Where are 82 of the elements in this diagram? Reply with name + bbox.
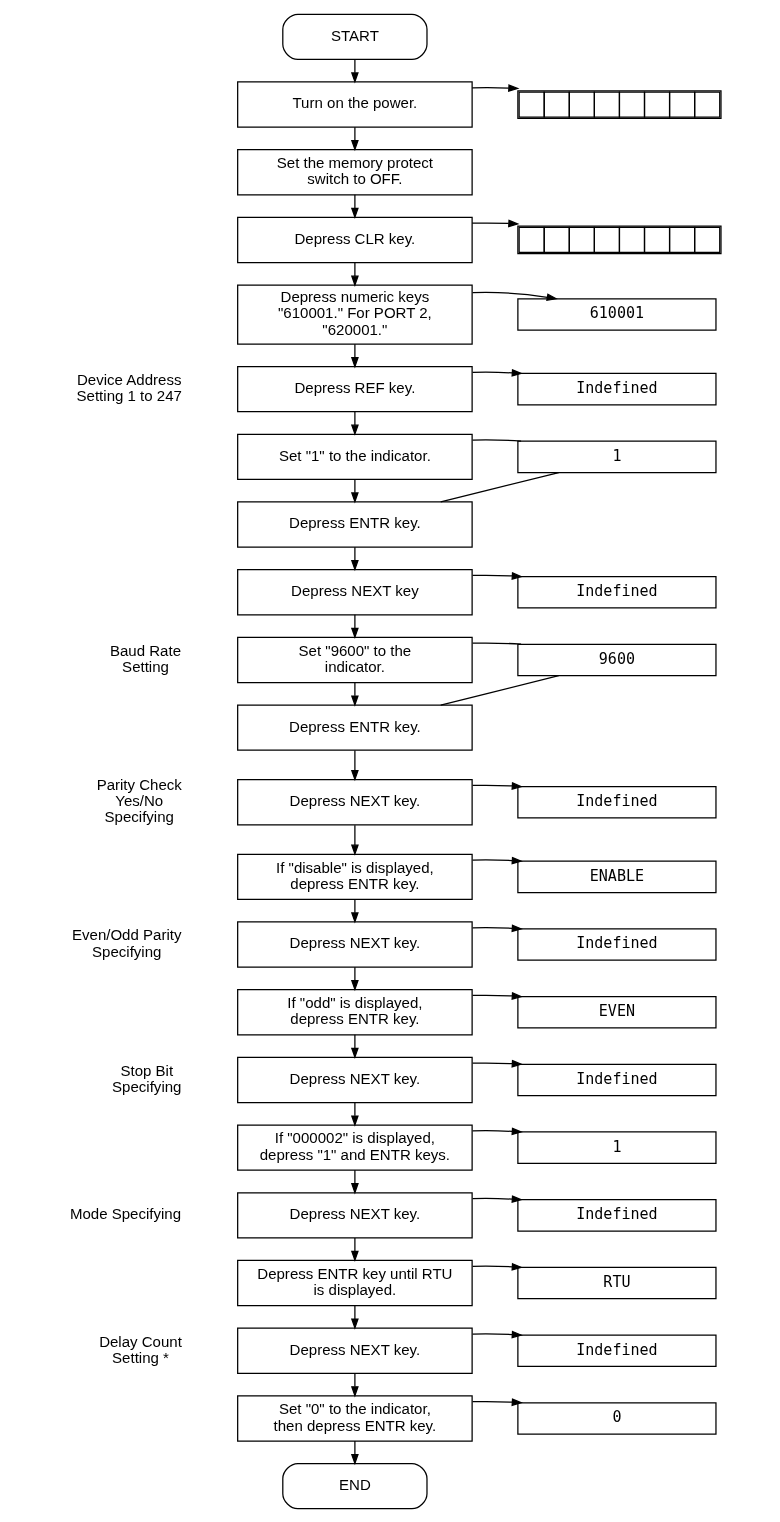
node-box: Depress ENTR key. xyxy=(237,500,473,548)
arrow xyxy=(472,781,523,790)
arrow xyxy=(350,546,359,571)
node-box: 1 xyxy=(517,440,717,473)
node-box: Depress REF key. xyxy=(237,365,473,412)
node-box: START xyxy=(282,13,428,60)
node-box: Indefined xyxy=(517,575,717,609)
node-box: EVEN xyxy=(517,995,717,1029)
arrow xyxy=(472,1059,523,1068)
arrow xyxy=(472,571,523,580)
node-box: 1 xyxy=(517,1130,717,1164)
arrow xyxy=(350,1236,359,1262)
arrow xyxy=(350,126,359,151)
arrow xyxy=(350,613,359,639)
arrow xyxy=(350,824,359,856)
node-box: If "disable" is displayed, depress ENTR key. xyxy=(237,853,473,900)
arrow xyxy=(472,1262,523,1271)
label: Baud Rate Setting xyxy=(110,641,182,675)
node-box: Depress ENTR key. xyxy=(237,703,473,751)
connector xyxy=(472,438,522,442)
arrow xyxy=(350,193,359,219)
arrow xyxy=(472,991,523,1000)
node-box: Depress NEXT key. xyxy=(237,778,473,825)
arrow xyxy=(471,219,520,227)
node-box: Indefined xyxy=(517,1063,717,1096)
label: Delay Count Setting * xyxy=(99,1331,182,1366)
arrow xyxy=(472,291,558,301)
label: Mode Specifying xyxy=(69,1204,182,1222)
node-box: If "000002" is displayed, depress "1" and ENTR keys. xyxy=(237,1123,473,1171)
arrow xyxy=(350,1439,359,1465)
node-box: Indefined xyxy=(517,1333,717,1367)
arrow xyxy=(350,898,359,924)
node-box: END xyxy=(282,1462,428,1509)
arrow xyxy=(350,1304,359,1330)
node-box: Indefined xyxy=(517,1198,717,1232)
arrow xyxy=(350,1033,359,1059)
arrow xyxy=(350,343,359,368)
arrow xyxy=(350,749,359,781)
arrow xyxy=(472,856,523,865)
node-box: Turn on the power. xyxy=(237,80,473,128)
node-box: Indefined xyxy=(517,372,717,405)
node-box: Indefined xyxy=(517,927,717,961)
arrow xyxy=(350,410,359,436)
node-box: Indefined xyxy=(517,785,717,819)
arrow xyxy=(350,1372,359,1397)
node-box: Depress NEXT key. xyxy=(237,1056,473,1103)
arrow xyxy=(472,1126,523,1135)
arrow xyxy=(350,478,359,504)
node-box: If "odd" is displayed, depress ENTR key. xyxy=(237,988,473,1035)
arrow xyxy=(472,923,523,932)
arrow xyxy=(472,1397,523,1406)
node-box: Set "1" to the indicator. xyxy=(237,433,473,480)
node-box: Depress CLR key. xyxy=(237,216,473,263)
label: Device Address Setting 1 to 247 xyxy=(76,370,182,404)
node-box: Depress NEXT key xyxy=(237,568,473,615)
label: Even/Odd Parity Specifying xyxy=(71,925,182,960)
label: Stop Bit Specifying xyxy=(112,1061,182,1095)
node-box: RTU xyxy=(517,1266,717,1299)
arrow xyxy=(350,261,359,287)
node-box: Set "9600" to the indicator. xyxy=(237,636,473,683)
arrow xyxy=(471,83,520,92)
node-box: Set "0" to the indicator, then depress ENTR key. xyxy=(237,1394,473,1442)
node-box: ENABLE xyxy=(517,860,717,893)
node-box: 0 xyxy=(517,1401,717,1435)
arrow xyxy=(472,1194,523,1203)
arrow xyxy=(472,1330,523,1338)
label: Parity Check Yes/No Specifying xyxy=(96,775,182,825)
arrow xyxy=(350,681,359,707)
arrow xyxy=(472,368,523,377)
arrow xyxy=(350,1101,359,1127)
node-box: Depress ENTR key until RTU is displayed. xyxy=(237,1259,473,1306)
node-box: Set the memory protect switch to OFF. xyxy=(237,148,473,195)
node-box: Depress NEXT key. xyxy=(237,920,473,968)
node-box: Depress NEXT key. xyxy=(237,1191,473,1239)
arrow xyxy=(350,1169,359,1194)
node-box: 9600 xyxy=(517,643,717,676)
node-box: Depress numeric keys "610001." For PORT 2, "620001." xyxy=(237,283,473,345)
node-box: Depress NEXT key. xyxy=(237,1327,473,1374)
node-box: 610001 xyxy=(517,297,717,331)
arrow xyxy=(350,966,359,991)
arrow xyxy=(350,58,359,84)
connector xyxy=(472,641,522,645)
